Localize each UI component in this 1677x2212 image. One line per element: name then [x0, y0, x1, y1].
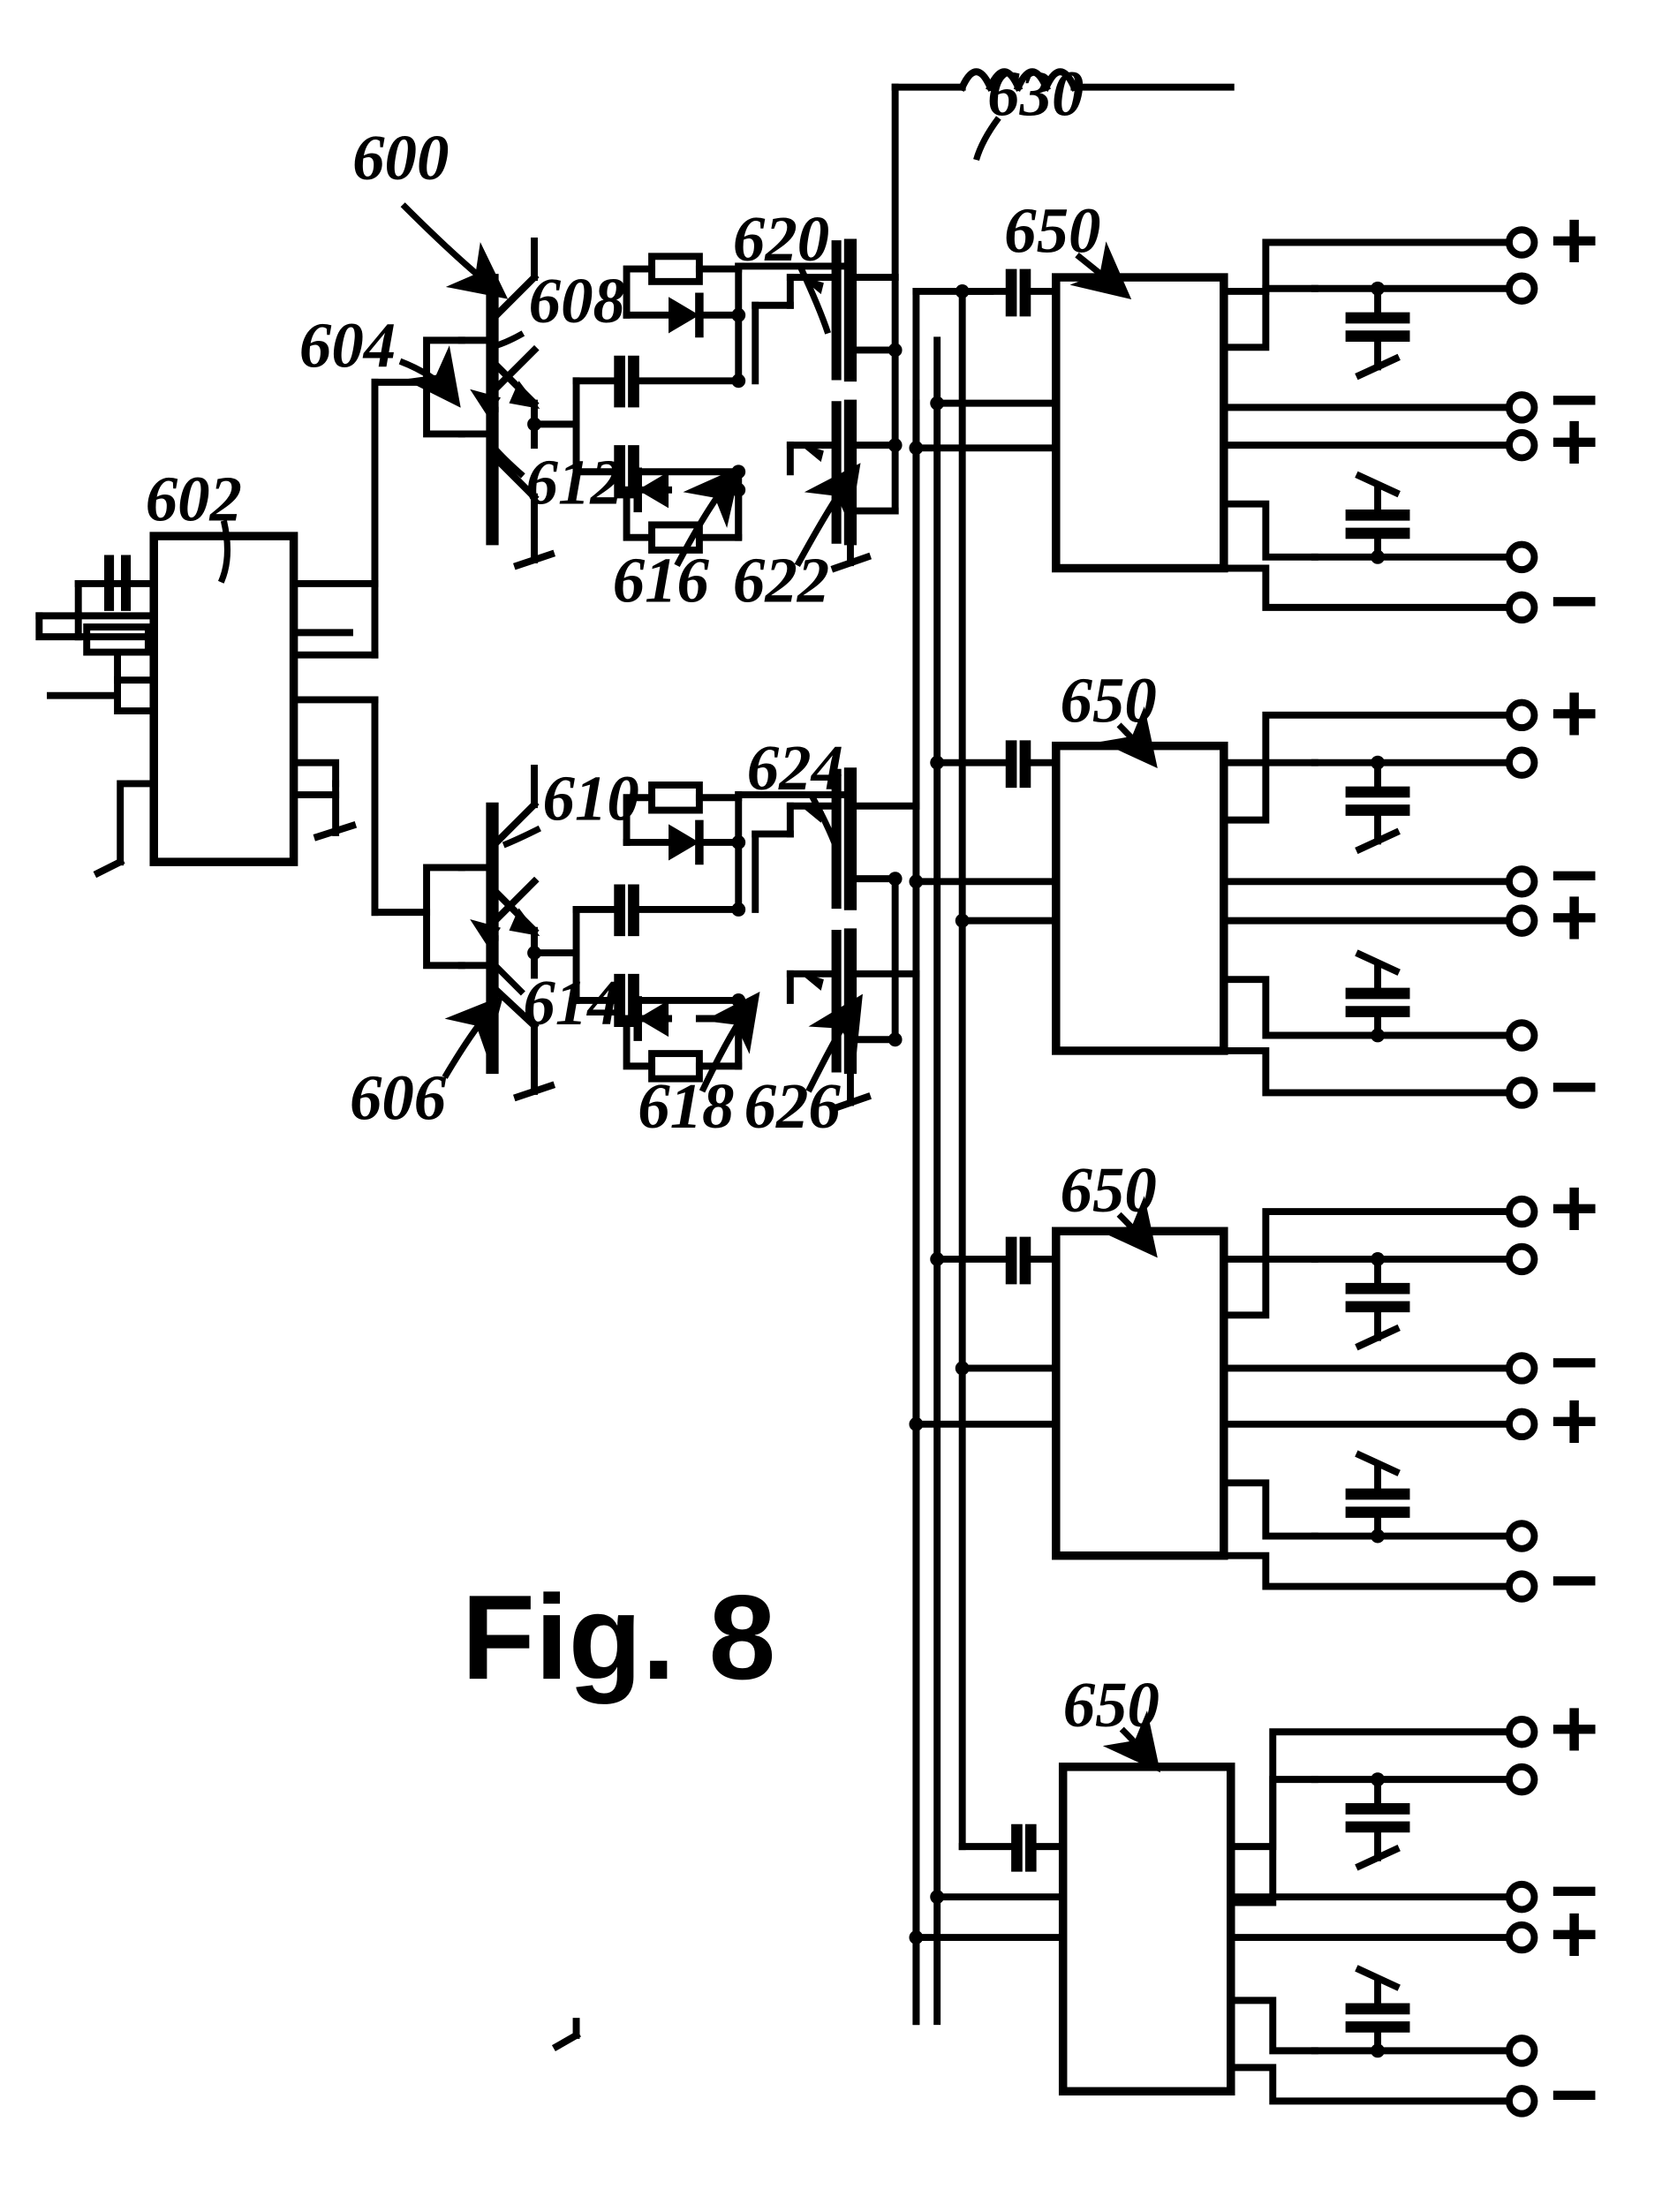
ref-610: 610	[543, 763, 639, 834]
ref-650-4: 650	[1063, 1669, 1160, 1740]
polarity-minus-7: −	[1550, 1844, 1599, 1937]
polarity-minus-4: −	[1550, 1040, 1599, 1134]
transformer-block-4	[909, 1728, 1522, 2105]
polarity-minus-8: −	[1550, 2049, 1599, 2142]
lower-mosfet-pair	[752, 767, 920, 1113]
distribution-bus-lines	[572, 284, 994, 2039]
ref-622: 622	[733, 545, 829, 616]
transformer-block-3	[909, 1208, 1522, 1590]
inductor-630	[891, 68, 1235, 282]
transformer-block-2	[909, 711, 1522, 1097]
polarity-minus-2: −	[1550, 555, 1599, 648]
ref-650-1: 650	[1004, 195, 1100, 267]
polarity-plus-5: +	[1550, 1162, 1599, 1256]
upper-mosfet-pair	[752, 238, 903, 573]
ref-626: 626	[744, 1070, 842, 1142]
polarity-minus-5: −	[1550, 1316, 1599, 1409]
ref-600: 600	[352, 122, 449, 193]
output-terminal-circles	[1505, 226, 1538, 2118]
polarity-plus-2: +	[1550, 396, 1599, 489]
ref-650-3: 650	[1061, 1154, 1157, 1226]
ref-602: 602	[146, 464, 242, 535]
figure-caption: Fig. 8	[462, 1570, 776, 1704]
polarity-plus-4: +	[1550, 871, 1599, 964]
polarity-minus-6: −	[1550, 1534, 1599, 1627]
polarity-plus-8: +	[1550, 1888, 1599, 1982]
polarity-marks: + − + − + − + − + − + − + − + −	[1550, 194, 1599, 2142]
polarity-plus-7: +	[1550, 1682, 1599, 1776]
polarity-minus-1: −	[1550, 353, 1599, 447]
ref-614: 614	[523, 967, 619, 1038]
polarity-plus-1: +	[1550, 194, 1599, 288]
ref-608: 608	[529, 265, 625, 336]
polarity-minus-3: −	[1550, 829, 1599, 923]
polarity-plus-6: +	[1550, 1374, 1599, 1468]
ref-606: 606	[350, 1062, 447, 1134]
ref-624: 624	[747, 732, 843, 804]
controller-block-602	[35, 532, 379, 879]
leader-lines	[217, 116, 1160, 1773]
ref-616: 616	[613, 545, 710, 616]
ref-630: 630	[987, 57, 1084, 129]
ref-612: 612	[526, 447, 623, 518]
ref-650-2: 650	[1061, 665, 1157, 736]
polarity-plus-3: +	[1550, 667, 1599, 760]
lower-diode-resistor-618	[623, 781, 854, 1083]
ref-620: 620	[733, 203, 829, 275]
reference-numeral-labels: 600 602 604 606 608 610 612 614 616 618 …	[146, 57, 1160, 1740]
upper-transistor-pair-604	[423, 237, 580, 570]
ref-618: 618	[638, 1070, 734, 1142]
upper-coupling-capacitors	[572, 355, 743, 499]
lower-transistor-pair-606	[423, 765, 580, 1102]
bus-ground-symbol	[551, 2030, 581, 2052]
transformer-block-1	[909, 238, 1522, 611]
ref-604: 604	[299, 309, 396, 381]
